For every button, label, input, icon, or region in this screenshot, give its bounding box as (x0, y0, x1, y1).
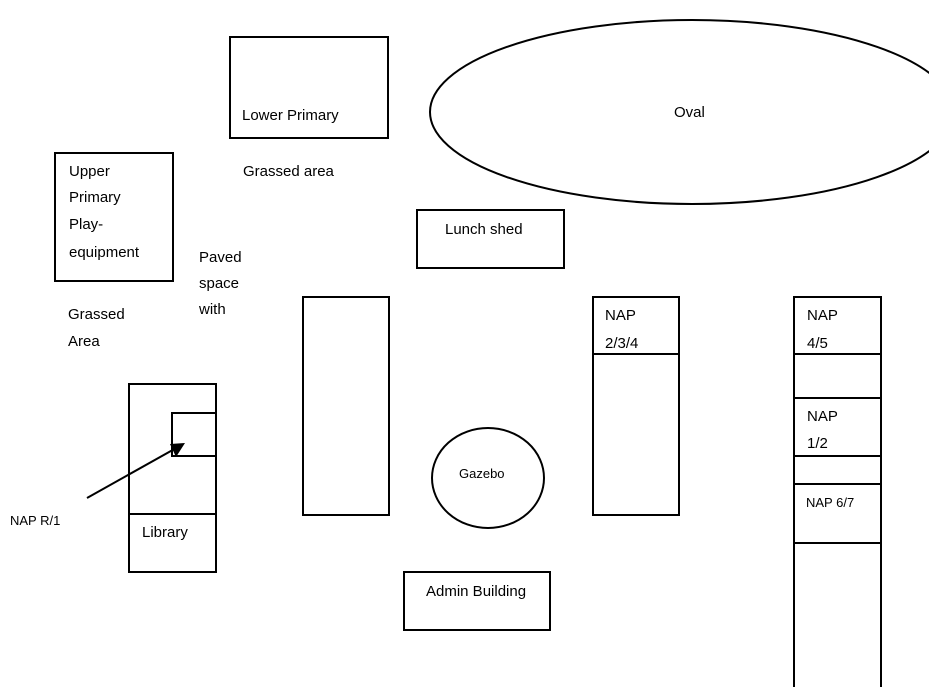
grassed-area-left-line1: Grassed (68, 306, 125, 323)
nap-45-label-line1: NAP (807, 307, 838, 324)
east-building (793, 296, 882, 687)
admin-building-label: Admin Building (426, 583, 527, 600)
nap-r1-room-outline (171, 412, 216, 457)
lunch-shed-building (416, 209, 565, 269)
oval-field (429, 19, 929, 205)
nap-234-building (592, 296, 680, 516)
gazebo-label: Gazebo (459, 466, 505, 481)
oval-label: Oval (674, 104, 705, 121)
nap-67-label: NAP 6/7 (806, 495, 855, 510)
lunch-shed-label: Lunch shed (445, 221, 523, 238)
nap-234-label-line2: 2/3/4 (605, 335, 639, 352)
upper-primary-label-line4: equipment (69, 244, 140, 261)
paved-space-label-line1: Paved (199, 249, 242, 266)
nap-234-label-line1: NAP (605, 307, 636, 324)
nap-12-label-line1: NAP (807, 408, 838, 425)
paved-space-label-line3: with (199, 301, 226, 318)
admin-building (403, 571, 551, 631)
central-building (302, 296, 390, 516)
grassed-area-label: Grassed area (243, 163, 334, 180)
nap-45-label-line2: 4/5 (807, 335, 828, 352)
nap-r1-pointer-arrow (86, 446, 179, 499)
upper-primary-play-equipment (54, 152, 174, 282)
library-label: Library (142, 524, 188, 541)
nap-12-label-line2: 1/2 (807, 435, 828, 452)
upper-primary-label-line3: Play- (69, 216, 104, 233)
gazebo-structure (431, 427, 545, 529)
lower-primary-label: Lower Primary (242, 107, 339, 124)
lower-primary-building (229, 36, 389, 139)
arrowhead-icon (170, 443, 185, 457)
paved-space-label-line2: space (199, 275, 240, 292)
nap-r1-label: NAP R/1 (10, 513, 61, 528)
grassed-area-left-line2: Area (68, 333, 100, 350)
library-building (128, 383, 217, 573)
upper-primary-label-line1: Upper (69, 163, 110, 180)
upper-primary-label-line2: Primary (69, 189, 121, 206)
